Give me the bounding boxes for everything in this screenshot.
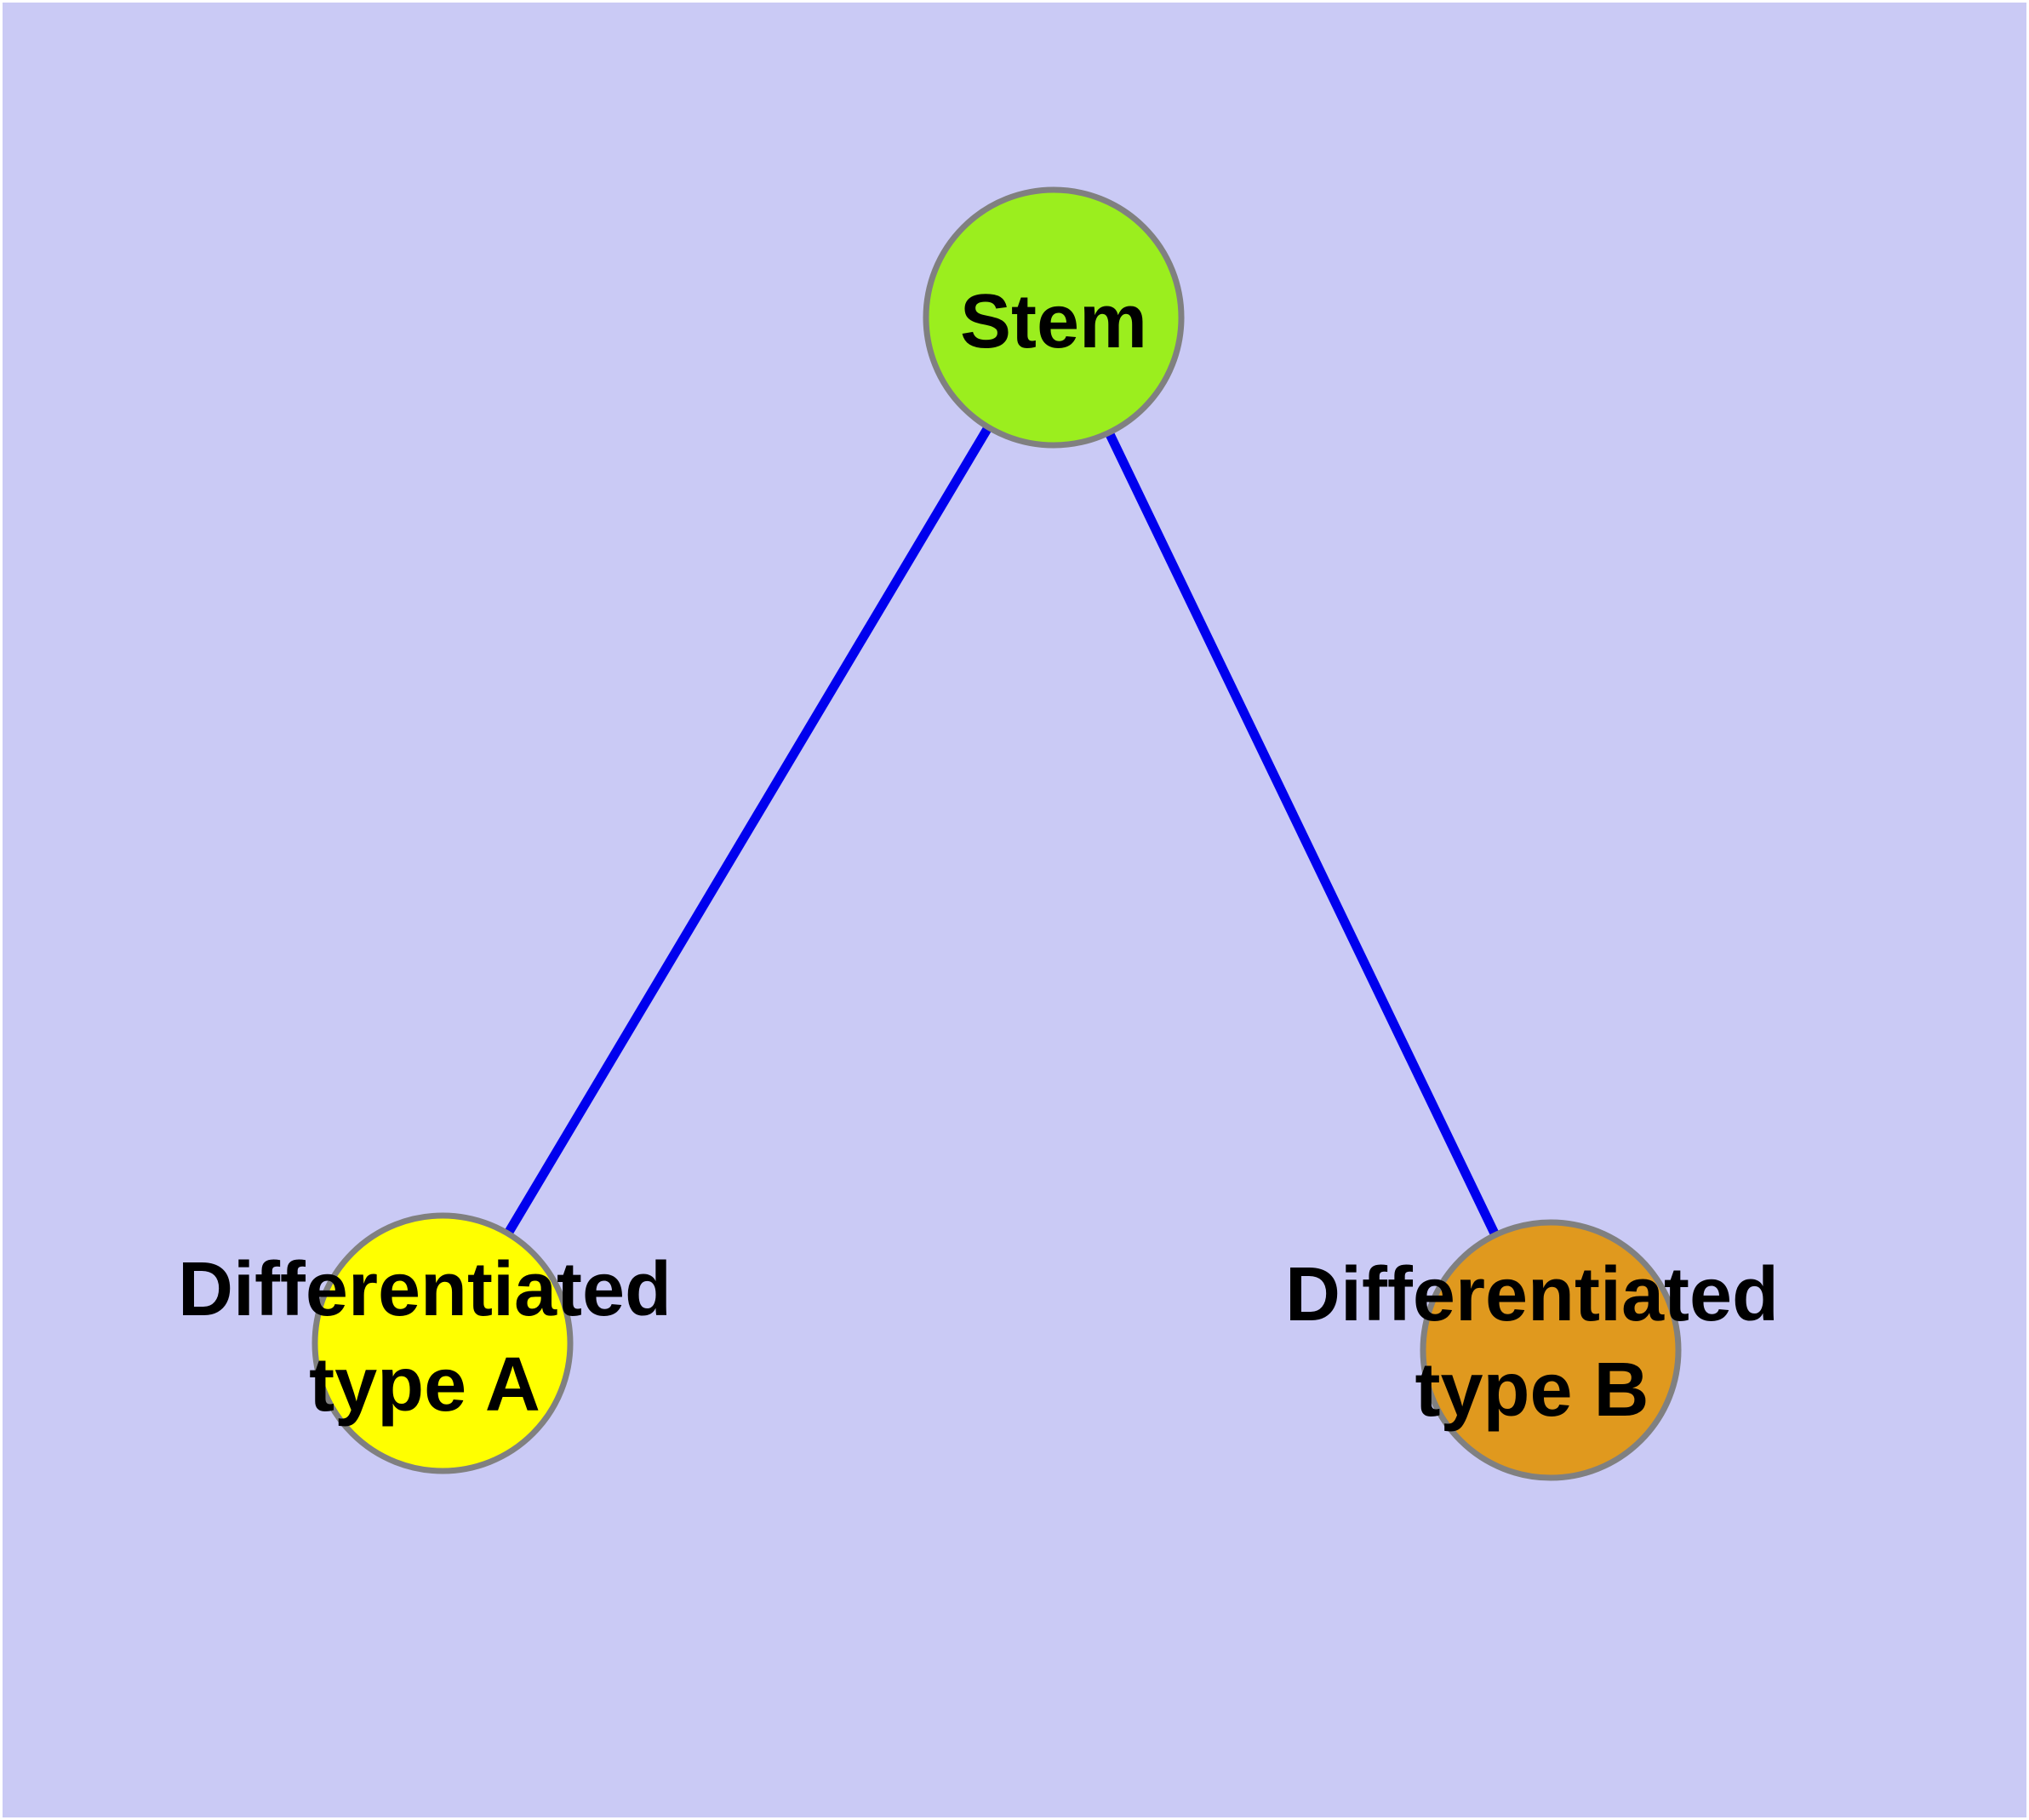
differentiated-type-b-node: [1420, 1219, 1682, 1481]
differentiated-type-a-node: [311, 1212, 574, 1474]
differentiated-type-b-label-line1: Differentiated: [1285, 1252, 1779, 1337]
edge-stem-to-type-a: [438, 315, 1058, 1346]
stem-node-label: Stem: [960, 279, 1147, 364]
differentiated-type-a-label-line2: type A: [309, 1342, 540, 1428]
stem-node: [923, 186, 1185, 449]
edge-stem-to-type-b: [1049, 315, 1555, 1353]
differentiated-type-b-label-line2: type B: [1415, 1348, 1649, 1433]
differentiated-type-a-label-line1: Differentiated: [178, 1247, 672, 1332]
